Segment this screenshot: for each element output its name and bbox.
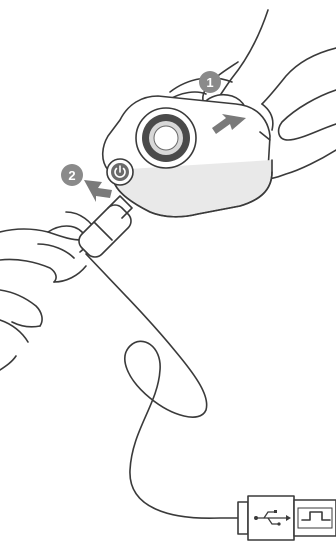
- step-2-arrow: [84, 180, 112, 202]
- step-2-badge: 2: [61, 164, 83, 186]
- cable-plug: [79, 196, 132, 257]
- camera-lens: [136, 108, 196, 168]
- step-2-number: 2: [68, 168, 75, 183]
- step-1-badge: 1: [199, 71, 221, 93]
- step-1-number: 1: [206, 75, 213, 90]
- power-icon: [107, 159, 133, 185]
- usb-cable: [86, 254, 238, 518]
